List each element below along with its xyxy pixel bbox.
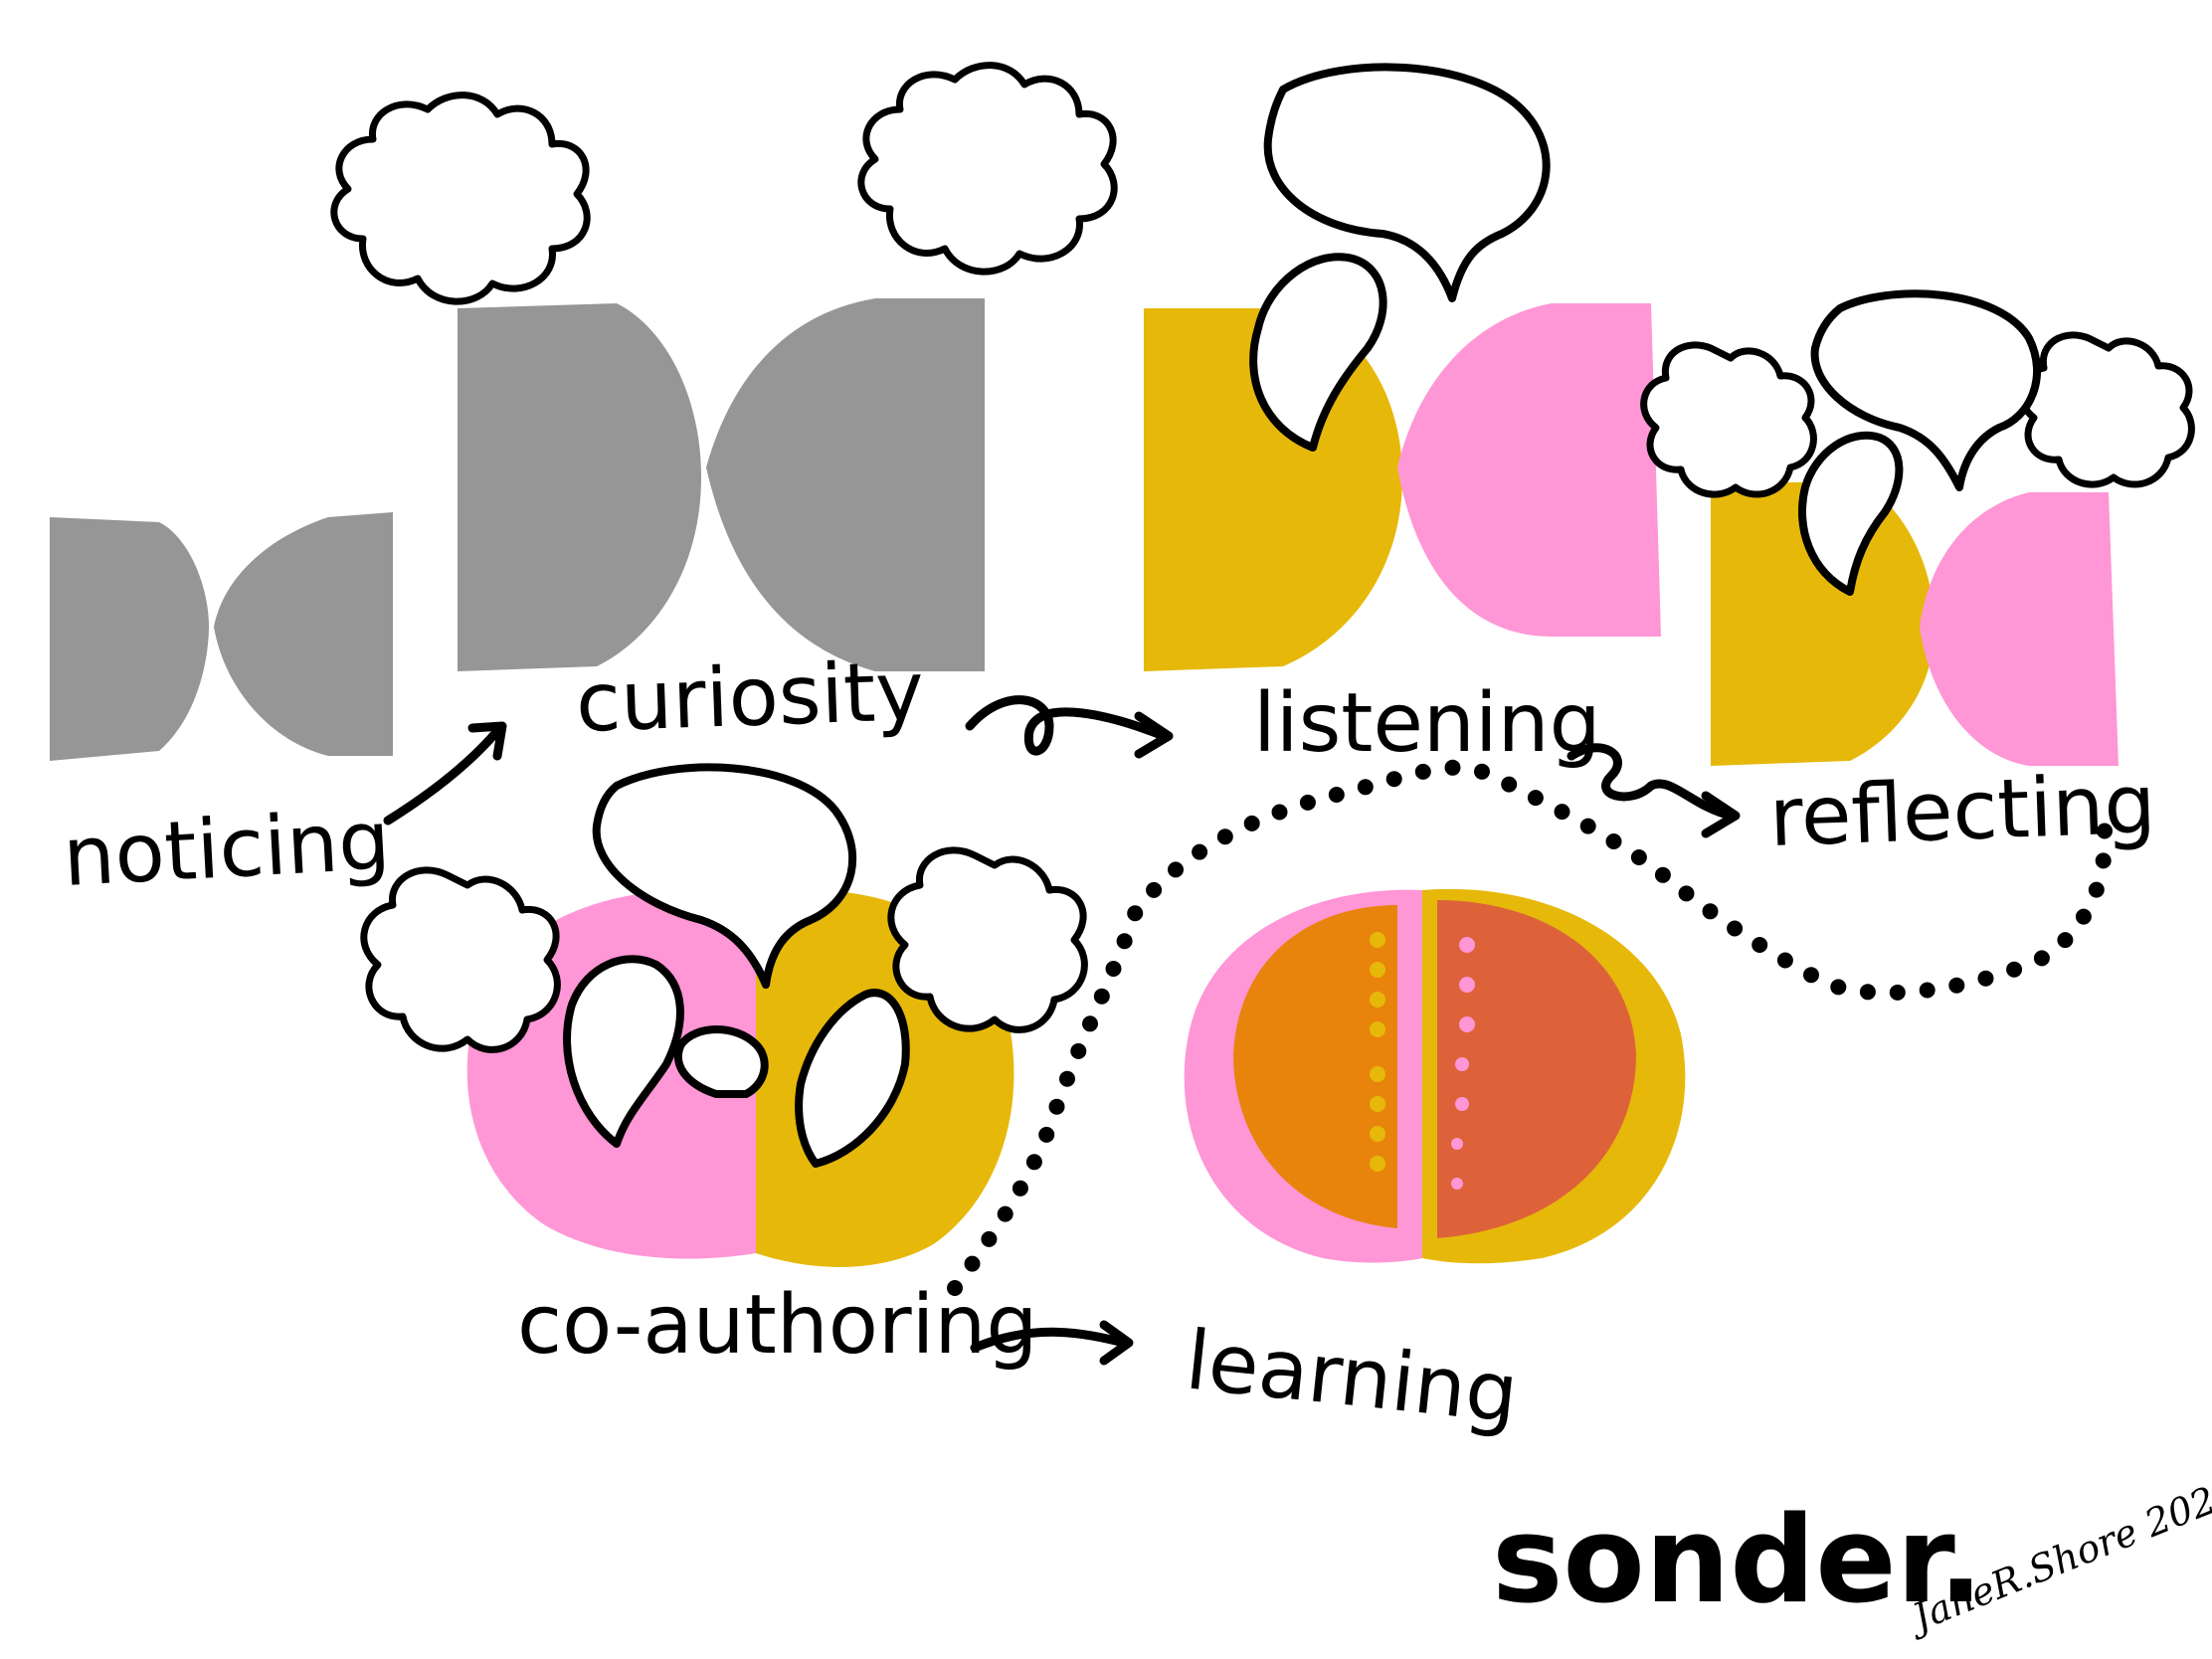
- connector-dot: [1859, 984, 1876, 1001]
- connector-dot: [1070, 1042, 1087, 1059]
- connector-dot: [1271, 804, 1288, 821]
- learning-inner-right: [1437, 900, 1636, 1238]
- label-learning: learning: [1182, 1313, 1523, 1441]
- connector-dot: [1093, 988, 1110, 1005]
- connector-dot: [1105, 961, 1122, 977]
- connector-dot: [1192, 843, 1208, 860]
- noticing-figures: [50, 512, 393, 761]
- connector-dot: [947, 1280, 963, 1296]
- connector-dot: [1803, 967, 1819, 984]
- connector-dot: [997, 1205, 1014, 1222]
- curiosity-figures: [458, 298, 985, 671]
- connector-dot: [1385, 771, 1402, 788]
- connector-dot: [1082, 1015, 1098, 1032]
- connector-dot: [1630, 849, 1647, 865]
- label-listening: listening: [1253, 676, 1601, 771]
- listening-right-shape: [1397, 303, 1661, 637]
- connector-dot: [1919, 982, 1936, 999]
- connector-dot: [1414, 763, 1431, 780]
- curiosity-left-shape: [458, 303, 701, 671]
- learning-figures: [1184, 888, 1686, 1264]
- connector-dot: [1830, 979, 1847, 996]
- connector-dot: [2097, 823, 2113, 839]
- label-noticing: noticing: [61, 794, 392, 905]
- dotted-connector: [947, 759, 2113, 1296]
- connector-dot: [1012, 1180, 1028, 1197]
- connector-dot: [1474, 763, 1490, 780]
- connector-dot: [1654, 866, 1671, 883]
- learning-inner-left: [1233, 905, 1397, 1228]
- noticing-right-shape: [214, 512, 393, 756]
- connector-dot: [1727, 920, 1744, 937]
- listening-speech-bubbles: [1249, 63, 1551, 452]
- connector-dot: [1776, 952, 1793, 969]
- connector-dot: [1605, 833, 1622, 849]
- connector-dot: [1702, 903, 1719, 920]
- connector-dot: [1168, 861, 1184, 878]
- co-authoring-speech-bubbles: [563, 763, 910, 1168]
- reflecting-thought-cloud-right: [2018, 331, 2195, 488]
- connector-dot: [1328, 787, 1345, 803]
- connector-dot: [1948, 977, 1965, 994]
- connector-dot: [1146, 881, 1163, 898]
- curiosity-thought-cloud-right: [857, 62, 1118, 276]
- co-authoring-thought-cloud-right: [887, 846, 1088, 1033]
- connector-dot: [1678, 885, 1695, 902]
- arrow-curiosity-to-listening: [965, 695, 1174, 759]
- connector-dot: [1243, 815, 1260, 831]
- connector-dot: [1299, 794, 1316, 811]
- connector-dot: [1059, 1070, 1075, 1087]
- connector-dot: [1579, 818, 1596, 834]
- connector-dot: [1889, 984, 1906, 1001]
- listening-left-shape: [1144, 308, 1402, 671]
- connector-dot: [981, 1230, 998, 1247]
- label-curiosity: curiosity: [574, 645, 925, 751]
- learning-right-dots: [1451, 937, 1475, 1190]
- connector-dot: [2088, 881, 2105, 898]
- learning-left-dots: [1370, 932, 1385, 1172]
- curiosity-right-shape: [706, 298, 985, 671]
- title-sonder: sonder.: [1492, 1492, 1983, 1630]
- connector-dot: [964, 1255, 981, 1272]
- arrow-listening-to-reflecting: [1567, 743, 1741, 838]
- connector-dot: [1116, 933, 1133, 950]
- connector-dot: [1048, 1098, 1065, 1115]
- connector-dot: [2095, 852, 2112, 869]
- connector-dot: [2033, 950, 2050, 967]
- connector-dot: [1444, 759, 1461, 776]
- connector-dot: [1216, 829, 1233, 845]
- reflecting-thought-cloud-left: [1640, 341, 1817, 498]
- connector-dot: [1501, 776, 1518, 793]
- arrow-noticing-to-curiosity: [383, 721, 507, 826]
- reflecting-right-shape: [1920, 492, 2119, 766]
- connector-dot: [2006, 961, 2023, 978]
- label-co-authoring: co-authoring: [517, 1278, 1037, 1373]
- connector-dot: [2075, 908, 2092, 925]
- connector-dot: [1527, 790, 1544, 807]
- reflecting-figures: [1711, 482, 2119, 766]
- connector-dot: [2057, 932, 2074, 949]
- co-authoring-thought-cloud-left: [360, 866, 561, 1053]
- label-reflecting: reflecting: [1767, 757, 2157, 865]
- connector-dot: [1357, 779, 1374, 796]
- reflecting-left-shape: [1711, 482, 1935, 766]
- connector-dot: [1977, 970, 1994, 987]
- connector-dot: [1751, 937, 1768, 953]
- connector-dot: [1554, 804, 1570, 821]
- curiosity-thought-cloud-left: [330, 92, 591, 305]
- noticing-left-shape: [50, 517, 209, 761]
- connector-dot: [1038, 1126, 1055, 1143]
- arrow-co-authoring-to-learning: [970, 1320, 1134, 1366]
- connector-dot: [1127, 905, 1144, 922]
- connector-dot: [1025, 1154, 1042, 1171]
- reflecting-speech-bubbles: [1798, 289, 2041, 596]
- listening-figures: [1144, 303, 1661, 671]
